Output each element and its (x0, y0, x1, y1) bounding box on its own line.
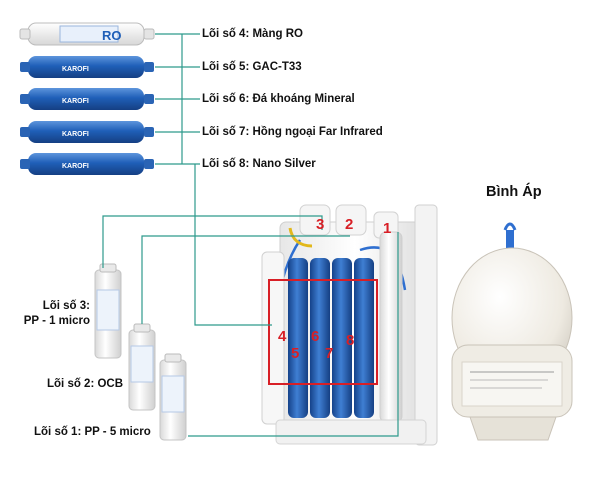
filter-4-ro-membrane: RO (19, 22, 155, 46)
filter-5-gac-t33: KAROFI (20, 56, 154, 78)
ro-text: RO (102, 28, 122, 43)
pressure-tank-title: Bình Áp (486, 184, 542, 200)
label-filter-5: Lõi số 5: GAC-T33 (202, 61, 302, 73)
brand-text: KAROFI (62, 66, 89, 73)
filter-1-pp-5-micro (159, 353, 187, 441)
stage-number-4: 4 (278, 328, 287, 345)
filter-6-mineral: KAROFI (20, 88, 154, 110)
purifier-machine (261, 204, 438, 446)
label-filter-8: Lõi số 8: Nano Silver (202, 158, 316, 170)
stage-numbers: 3 2 1 4 5 6 7 8 (278, 216, 391, 362)
brand-text: KAROFI (62, 163, 89, 170)
brand-text: KAROFI (62, 98, 89, 105)
stage-number-5: 5 (291, 345, 299, 362)
connector-line-2 (141, 235, 350, 324)
stage-number-1: 1 (383, 220, 391, 237)
label-filter-3-line-1: Lõi số 3: (42, 300, 90, 312)
filter-3-pp-1-micro (94, 263, 122, 359)
label-filter-1: Lõi số 1: PP - 5 micro (34, 426, 151, 438)
filter-2-ocb (128, 323, 156, 411)
filter-7-far-infrared: KAROFI (20, 121, 154, 143)
connector-lines (102, 33, 399, 437)
brand-text: KAROFI (62, 131, 89, 138)
pressure-tank (451, 222, 573, 441)
label-filter-3-line-2: PP - 1 micro (23, 315, 90, 327)
label-filter-6: Lõi số 6: Đá khoáng Mineral (202, 93, 355, 105)
label-filter-7: Lõi số 7: Hồng ngoại Far Infrared (202, 126, 383, 138)
label-filter-4: Lõi số 4: Màng RO (202, 28, 303, 40)
label-filter-2: Lõi số 2: OCB (47, 378, 124, 390)
connector-line-1 (188, 232, 399, 437)
post-filter-highlight-box (268, 279, 378, 385)
filter-8-nano-silver: KAROFI (20, 153, 154, 175)
stage-number-3: 3 (316, 216, 324, 233)
stage-number-8: 8 (346, 332, 354, 349)
connector-line-to-4 (194, 164, 272, 326)
stage-number-7: 7 (325, 345, 333, 362)
connector-line-3 (102, 215, 323, 268)
stage-number-2: 2 (345, 216, 353, 233)
stage-number-6: 6 (311, 328, 319, 345)
